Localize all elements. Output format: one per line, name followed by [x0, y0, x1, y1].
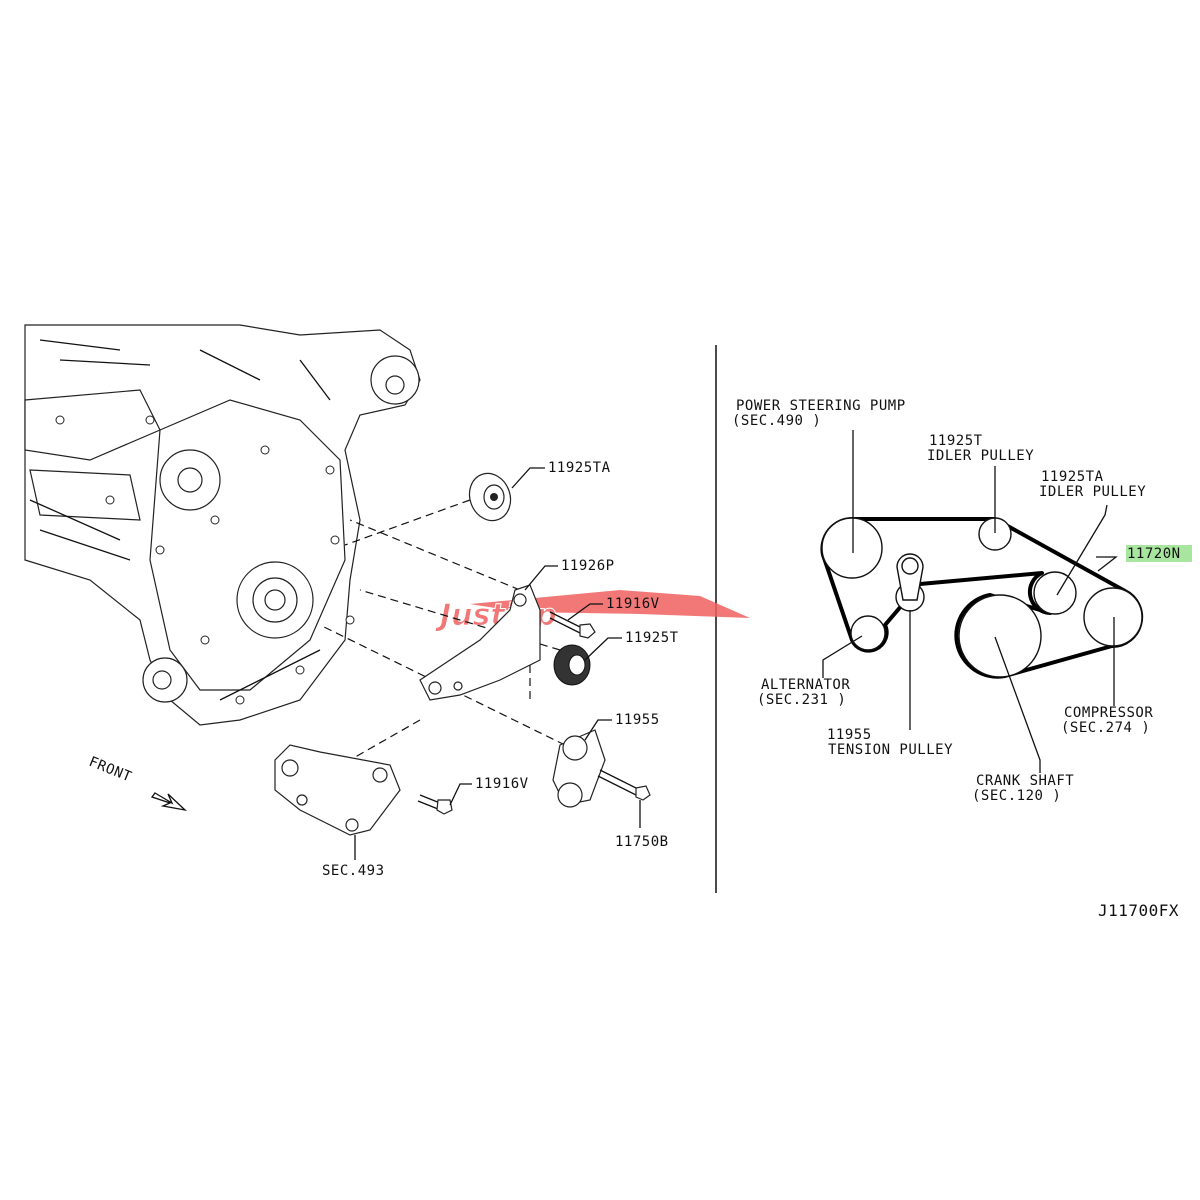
bolt-11916V-bottom [417, 794, 453, 815]
diagram-code: J11700FX [1098, 901, 1179, 920]
callout-11926P: 11926P [561, 558, 615, 574]
callout-11925T: 11925T [625, 630, 679, 646]
label-alternator: ALTERNATOR [761, 677, 850, 693]
alternator-pulley [850, 615, 886, 651]
callout-11916V-bottom: 11916V [475, 776, 529, 792]
idler-pulley-11925T [553, 644, 591, 686]
engine-drawing [24, 324, 421, 726]
idler-pulley-11925TA [468, 472, 512, 522]
label-11925T: 11925T [929, 433, 983, 449]
label-compressor-sec: (SEC.274 ) [1061, 720, 1150, 736]
label-crank-shaft: CRANK SHAFT [976, 773, 1074, 789]
label-11955: 11955 [827, 727, 872, 743]
bracket-11926P [419, 584, 541, 701]
belt-part-highlight [1126, 545, 1192, 562]
bolt-11750B [597, 769, 651, 801]
label-tension-pulley: TENSION PULLEY [828, 742, 953, 758]
callout-11916V-top: 11916V [606, 596, 660, 612]
label-11720N: 11720N [1127, 546, 1181, 562]
callout-11955: 11955 [615, 712, 660, 728]
callout-11750B: 11750B [615, 834, 669, 850]
label-11925TA: 11925TA [1041, 469, 1104, 485]
callout-sec493: SEC.493 [322, 863, 385, 879]
crank-shaft-pulley [958, 594, 1042, 678]
label-power-steering-sec: (SEC.490 ) [732, 413, 821, 429]
bolt-11916V-top [549, 611, 596, 639]
front-arrow-icon [150, 792, 188, 812]
tensioner-11955 [552, 729, 606, 808]
label-alternator-sec: (SEC.231 ) [757, 692, 846, 708]
front-label: FRONT [87, 754, 134, 786]
belt-routing-diagram [820, 517, 1144, 679]
idler-pulley-11925TA-icon [1033, 571, 1077, 615]
power-steering-pulley [821, 517, 883, 579]
bracket-sec493 [274, 744, 401, 836]
label-power-steering-pump: POWER STEERING PUMP [736, 398, 906, 414]
label-compressor: COMPRESSOR [1064, 705, 1153, 721]
compressor-pulley [1083, 587, 1143, 647]
label-idler-pulley-t: IDLER PULLEY [927, 448, 1034, 464]
label-crank-shaft-sec: (SEC.120 ) [972, 788, 1061, 804]
label-idler-pulley-ta: IDLER PULLEY [1039, 484, 1146, 500]
callout-11925TA: 11925TA [548, 460, 611, 476]
